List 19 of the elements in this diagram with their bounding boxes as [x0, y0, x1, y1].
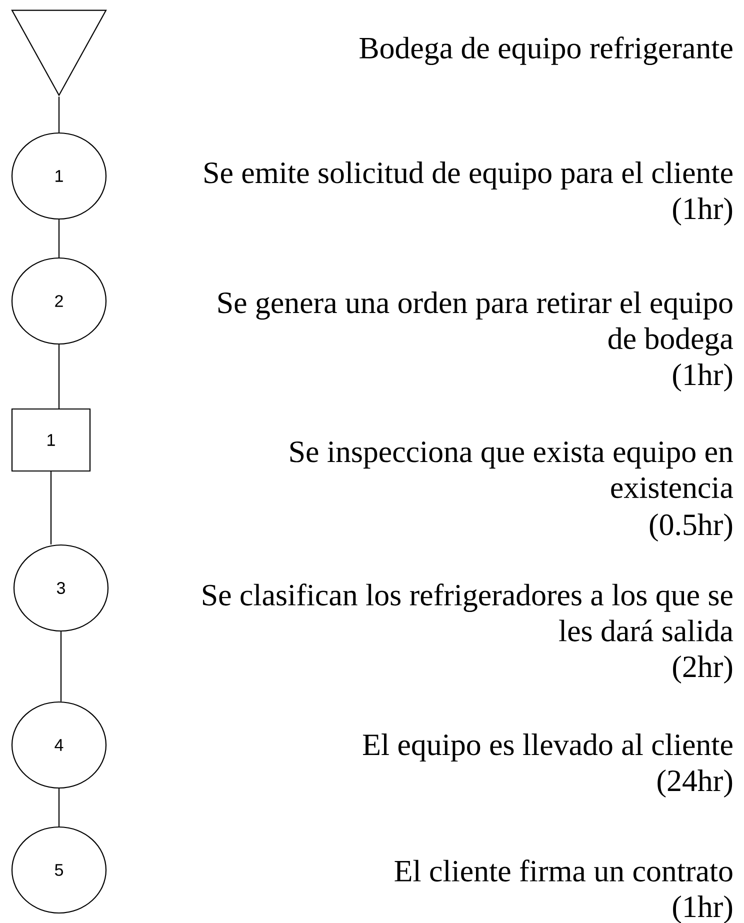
connector-line [60, 632, 62, 702]
connector-line [58, 788, 60, 826]
step-description: El cliente firma un contrato [394, 860, 732, 882]
inspection-box: 1 [11, 408, 91, 472]
step-duration: (1hr) [673, 198, 732, 226]
step-duration: (24hr) [658, 770, 732, 798]
step-description: Se clasifican los refrigeradores a los que se les dará salida [202, 584, 734, 642]
step-description: Se emite solicitud de equipo para el cliente [204, 162, 732, 190]
step-duration: (1hr) [673, 364, 732, 392]
connector-line [50, 472, 52, 544]
step-description: Se inspecciona que exista equipo en existencia [290, 442, 734, 498]
connector-line [58, 96, 60, 132]
step-duration: (2hr) [673, 656, 732, 684]
connector-line [58, 344, 60, 408]
storage-label: Bodega de equipo refrigerante [360, 36, 732, 65]
connector-line [58, 220, 60, 258]
step-duration: (0.5hr) [650, 514, 732, 542]
step-description: El equipo es llevado al cliente [363, 734, 732, 762]
step-description: Se genera una orden para retirar el equipo de bodega [218, 292, 733, 356]
